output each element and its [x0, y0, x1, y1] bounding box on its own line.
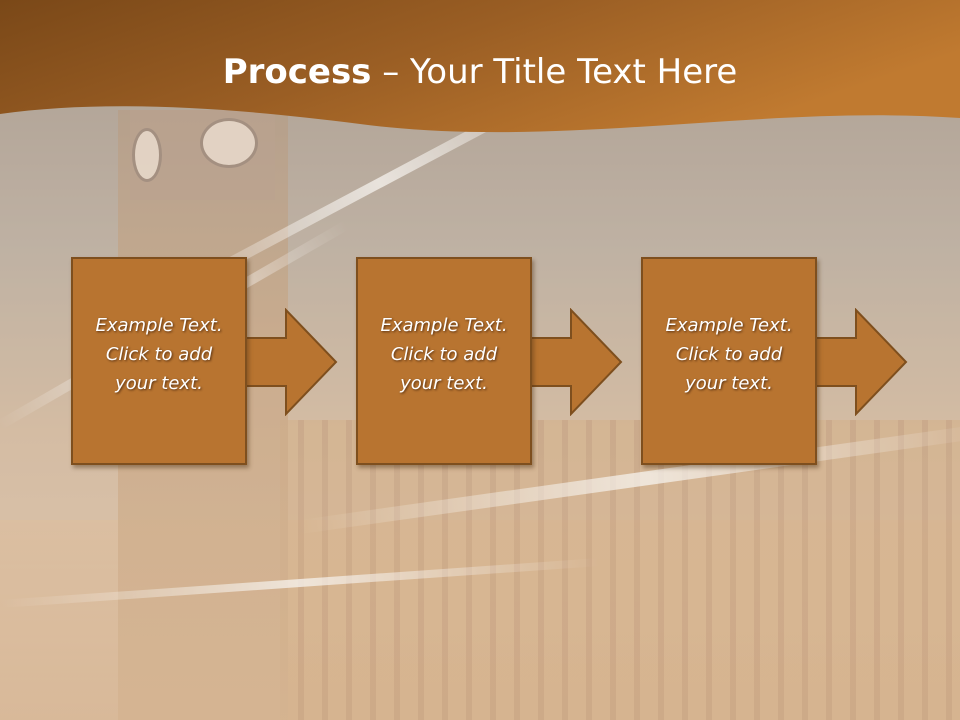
process-step-3[interactable]: Example Text. Click to add your text.: [641, 257, 817, 465]
step-2-line-3: your text.: [400, 373, 488, 394]
step-1-line-3: your text.: [115, 373, 203, 394]
step-3-line-1: Example Text.: [665, 315, 793, 336]
step-2-text[interactable]: Example Text. Click to add your text.: [358, 311, 530, 398]
step-1-line-1: Example Text.: [95, 315, 223, 336]
step-1-line-2: Click to add: [105, 344, 213, 365]
clock-face-icon: [200, 118, 258, 168]
step-2-line-2: Click to add: [390, 344, 498, 365]
title-bold: Process: [222, 52, 372, 92]
process-step-1[interactable]: Example Text. Click to add your text.: [71, 257, 247, 465]
title-rest: – Your Title Text Here: [371, 52, 738, 92]
step-3-line-2: Click to add: [675, 344, 783, 365]
process-step-2[interactable]: Example Text. Click to add your text.: [356, 257, 532, 465]
step-2-line-1: Example Text.: [380, 315, 508, 336]
step-1-text[interactable]: Example Text. Click to add your text.: [73, 311, 245, 398]
header-wave-shape: [0, 0, 960, 133]
background-parliament-building: [280, 420, 960, 720]
step-3-line-3: your text.: [685, 373, 773, 394]
step-1-arrow-icon: [244, 308, 338, 416]
step-3-arrow-icon: [814, 308, 908, 416]
page-title[interactable]: Process – Your Title Text Here: [0, 52, 960, 92]
header-band: Process – Your Title Text Here: [0, 0, 960, 140]
step-3-text[interactable]: Example Text. Click to add your text.: [643, 311, 815, 398]
step-2-arrow-icon: [529, 308, 623, 416]
clock-face-side-icon: [132, 128, 162, 182]
